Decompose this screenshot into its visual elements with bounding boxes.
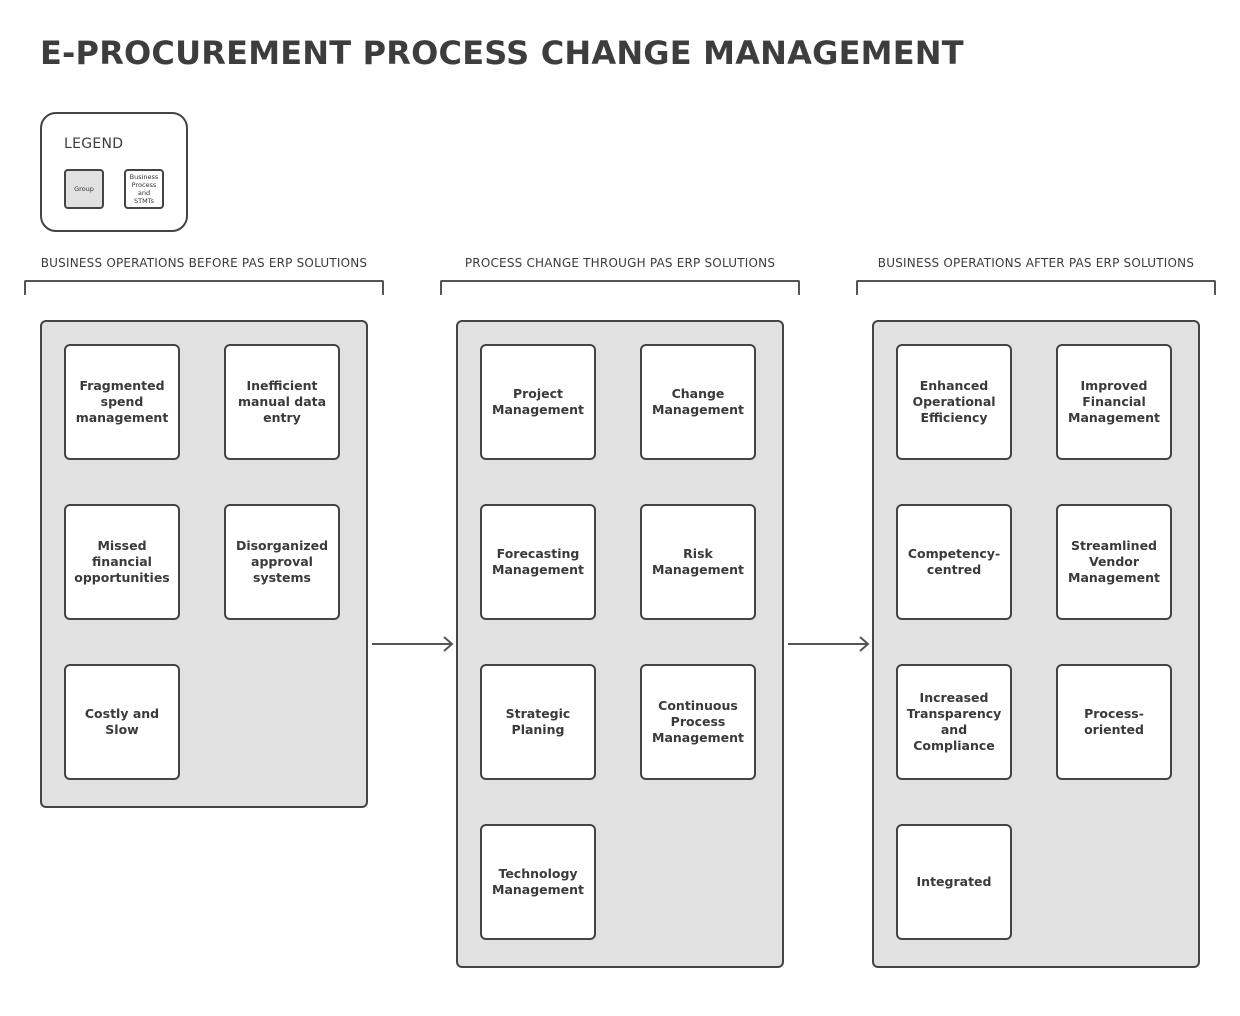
group-before: Fragmented spend management Inefficient … — [40, 320, 368, 808]
arrow-before-to-change — [372, 636, 454, 652]
page-title: E-PROCUREMENT PROCESS CHANGE MANAGEMENT — [40, 34, 964, 72]
card-label: Increased Transparency and Compliance — [906, 690, 1002, 753]
card-label: Process-oriented — [1084, 706, 1144, 737]
process-card: Competency-centred — [896, 504, 1012, 620]
section-header-before: BUSINESS OPERATIONS BEFORE PAS ERP SOLUT… — [40, 256, 368, 270]
process-card: Risk Management — [640, 504, 756, 620]
legend: LEGEND Group Business Process and STMTs — [40, 112, 188, 232]
bracket-after — [856, 280, 1216, 295]
process-card: Improved Financial Management — [1056, 344, 1172, 460]
card-label: Fragmented spend management — [75, 378, 169, 425]
card-label: Costly and Slow — [84, 706, 160, 737]
process-card: Costly and Slow — [64, 664, 180, 780]
card-label: Missed financial opportunities — [74, 538, 170, 585]
card-label: Technology Management — [492, 866, 585, 897]
process-card: Change Management — [640, 344, 756, 460]
bracket-change — [440, 280, 800, 295]
process-card: Project Management — [480, 344, 596, 460]
card-label: Risk Management — [652, 546, 745, 577]
arrow-change-to-after — [788, 636, 870, 652]
process-card: Forecasting Management — [480, 504, 596, 620]
legend-group-swatch: Group — [64, 169, 104, 209]
card-label: Enhanced Operational Efficiency — [912, 378, 996, 425]
legend-process-label: Business Process and STMTs — [129, 173, 159, 205]
legend-group-label: Group — [74, 185, 94, 193]
process-card: Disorganized approval systems — [224, 504, 340, 620]
process-card: Technology Management — [480, 824, 596, 940]
process-card: Integrated — [896, 824, 1012, 940]
process-card: Strategic Planing — [480, 664, 596, 780]
card-label: Integrated — [916, 874, 992, 889]
section-header-change: PROCESS CHANGE THROUGH PAS ERP SOLUTIONS — [464, 256, 776, 270]
group-change: Project Management Change Management For… — [456, 320, 784, 968]
process-card: Missed financial opportunities — [64, 504, 180, 620]
card-label: Strategic Planing — [505, 706, 571, 737]
process-card: Continuous Process Management — [640, 664, 756, 780]
card-label: Competency-centred — [907, 546, 1001, 577]
card-label: Change Management — [652, 386, 745, 417]
process-card: Process-oriented — [1056, 664, 1172, 780]
process-card: Enhanced Operational Efficiency — [896, 344, 1012, 460]
legend-process-swatch: Business Process and STMTs — [124, 169, 164, 209]
legend-title: LEGEND — [64, 136, 124, 152]
process-card: Streamlined Vendor Management — [1056, 504, 1172, 620]
card-label: Project Management — [492, 386, 585, 417]
card-label: Continuous Process Management — [652, 698, 745, 745]
group-after: Enhanced Operational Efficiency Improved… — [872, 320, 1200, 968]
process-card: Fragmented spend management — [64, 344, 180, 460]
process-card: Increased Transparency and Compliance — [896, 664, 1012, 780]
card-label: Inefficient manual data entry — [237, 378, 327, 425]
card-label: Forecasting Management — [492, 546, 585, 577]
section-header-after: BUSINESS OPERATIONS AFTER PAS ERP SOLUTI… — [877, 256, 1195, 270]
process-card: Inefficient manual data entry — [224, 344, 340, 460]
card-label: Disorganized approval systems — [235, 538, 329, 585]
card-label: Improved Financial Management — [1068, 378, 1161, 425]
card-label: Streamlined Vendor Management — [1068, 538, 1161, 585]
bracket-before — [24, 280, 384, 295]
